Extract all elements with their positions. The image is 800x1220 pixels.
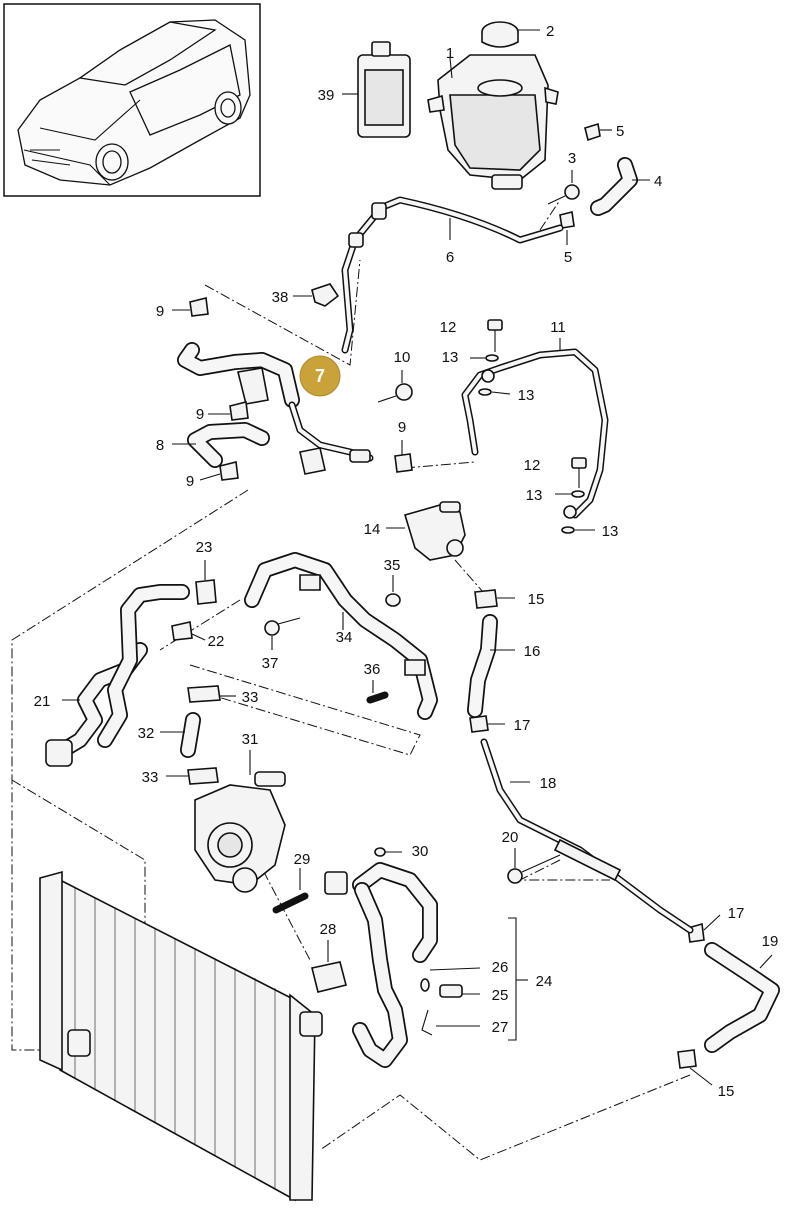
callout-10: 10 [394, 349, 411, 366]
callout-25: 25 [492, 987, 509, 1004]
callout-labels: 1 2 3 4 5 5 6 7 8 9 9 9 9 10 11 12 12 13… [34, 23, 779, 1100]
callout-5-bottom: 5 [564, 249, 572, 266]
callout-12-a: 12 [440, 319, 457, 336]
callout-30: 30 [412, 843, 429, 860]
part-38-clip [293, 283, 340, 307]
part-30-washer [374, 847, 402, 857]
part-2-cap [481, 21, 540, 48]
part-21-hose [45, 584, 190, 767]
callout-33-a: 33 [242, 689, 259, 706]
part-32-hose [160, 712, 201, 758]
callout-1: 1 [446, 45, 454, 62]
callout-7: 7 [315, 366, 325, 386]
callout-26: 26 [492, 959, 509, 976]
part-7-hose [177, 342, 374, 475]
part-37-bolt [264, 617, 301, 650]
callout-28: 28 [320, 921, 337, 938]
part-26-seal [420, 967, 481, 992]
callout-19: 19 [762, 933, 779, 950]
callout-7-highlight: 7 [299, 355, 341, 397]
part-34-pipe [244, 552, 438, 720]
callout-9-a: 9 [156, 303, 164, 320]
part-36-bolt [366, 680, 389, 704]
radiator [39, 870, 323, 1202]
callout-17-a: 17 [514, 717, 531, 734]
part-5-clamps [559, 122, 612, 245]
callout-9-b: 9 [196, 406, 204, 423]
part-15-clamps [474, 589, 713, 1086]
part-33-clamps [166, 685, 236, 785]
callout-35: 35 [384, 557, 401, 574]
callout-15-a: 15 [528, 591, 545, 608]
part-14-electric-pump [386, 501, 466, 561]
callout-17-b: 17 [728, 905, 745, 922]
callout-14: 14 [364, 521, 381, 538]
part-4-hose [590, 157, 650, 216]
callout-11: 11 [550, 319, 566, 336]
callout-31: 31 [242, 731, 259, 748]
part-22-clamp [171, 621, 206, 641]
callout-13-d: 13 [602, 523, 619, 540]
part-28-clamp [311, 940, 347, 993]
part-19-hose [704, 942, 780, 1053]
callout-15-b: 15 [718, 1083, 735, 1100]
callout-37: 37 [262, 655, 279, 672]
part-13-washers [470, 354, 595, 534]
part-18-pipe [480, 738, 694, 934]
callout-39: 39 [318, 87, 335, 104]
callout-9-d: 9 [398, 419, 406, 436]
part-27-clip [421, 1009, 480, 1036]
callout-22: 22 [208, 633, 225, 650]
part-24-hose-assembly [324, 862, 528, 1068]
part-6-hose [341, 196, 564, 354]
callout-27: 27 [492, 1019, 509, 1036]
callout-29: 29 [294, 851, 311, 868]
part-11-hose [461, 338, 609, 519]
callout-13-a: 13 [442, 349, 459, 366]
part-1-expansion-tank [427, 54, 559, 190]
callout-8: 8 [156, 437, 164, 454]
part-25-sensor [439, 984, 480, 998]
part-3-bolt [547, 170, 580, 205]
callout-12-b: 12 [524, 457, 541, 474]
callout-18: 18 [540, 775, 557, 792]
part-12-bolts [487, 319, 587, 488]
callout-20: 20 [502, 829, 519, 846]
callout-2: 2 [546, 23, 554, 40]
part-29-bolt [272, 868, 309, 914]
callout-34: 34 [336, 629, 353, 646]
callout-33-b: 33 [142, 769, 159, 786]
callout-21: 21 [34, 693, 51, 710]
callout-23: 23 [196, 539, 213, 556]
callout-9-c: 9 [186, 473, 194, 490]
part-35-o-ring [385, 575, 401, 607]
vehicle-thumbnail [3, 3, 261, 197]
callout-3: 3 [568, 150, 576, 167]
callout-6: 6 [446, 249, 454, 266]
part-8-hose [172, 422, 270, 468]
part-10-bolt [377, 370, 413, 403]
callout-16: 16 [524, 643, 541, 660]
part-20-bolt [507, 848, 561, 884]
callout-13-c: 13 [526, 487, 543, 504]
part-23-clamp [195, 560, 217, 605]
part-16-hose [467, 614, 515, 718]
callout-13-b: 13 [518, 387, 535, 404]
callout-5-top: 5 [616, 123, 624, 140]
callout-32: 32 [138, 725, 155, 742]
callout-4: 4 [654, 173, 662, 190]
part-31-water-pump [194, 750, 286, 893]
callout-24: 24 [536, 973, 553, 990]
part-9-clamps [172, 297, 413, 481]
part-39-coolant-bottle [342, 41, 411, 138]
callout-36: 36 [364, 661, 381, 678]
callout-38: 38 [272, 289, 289, 306]
